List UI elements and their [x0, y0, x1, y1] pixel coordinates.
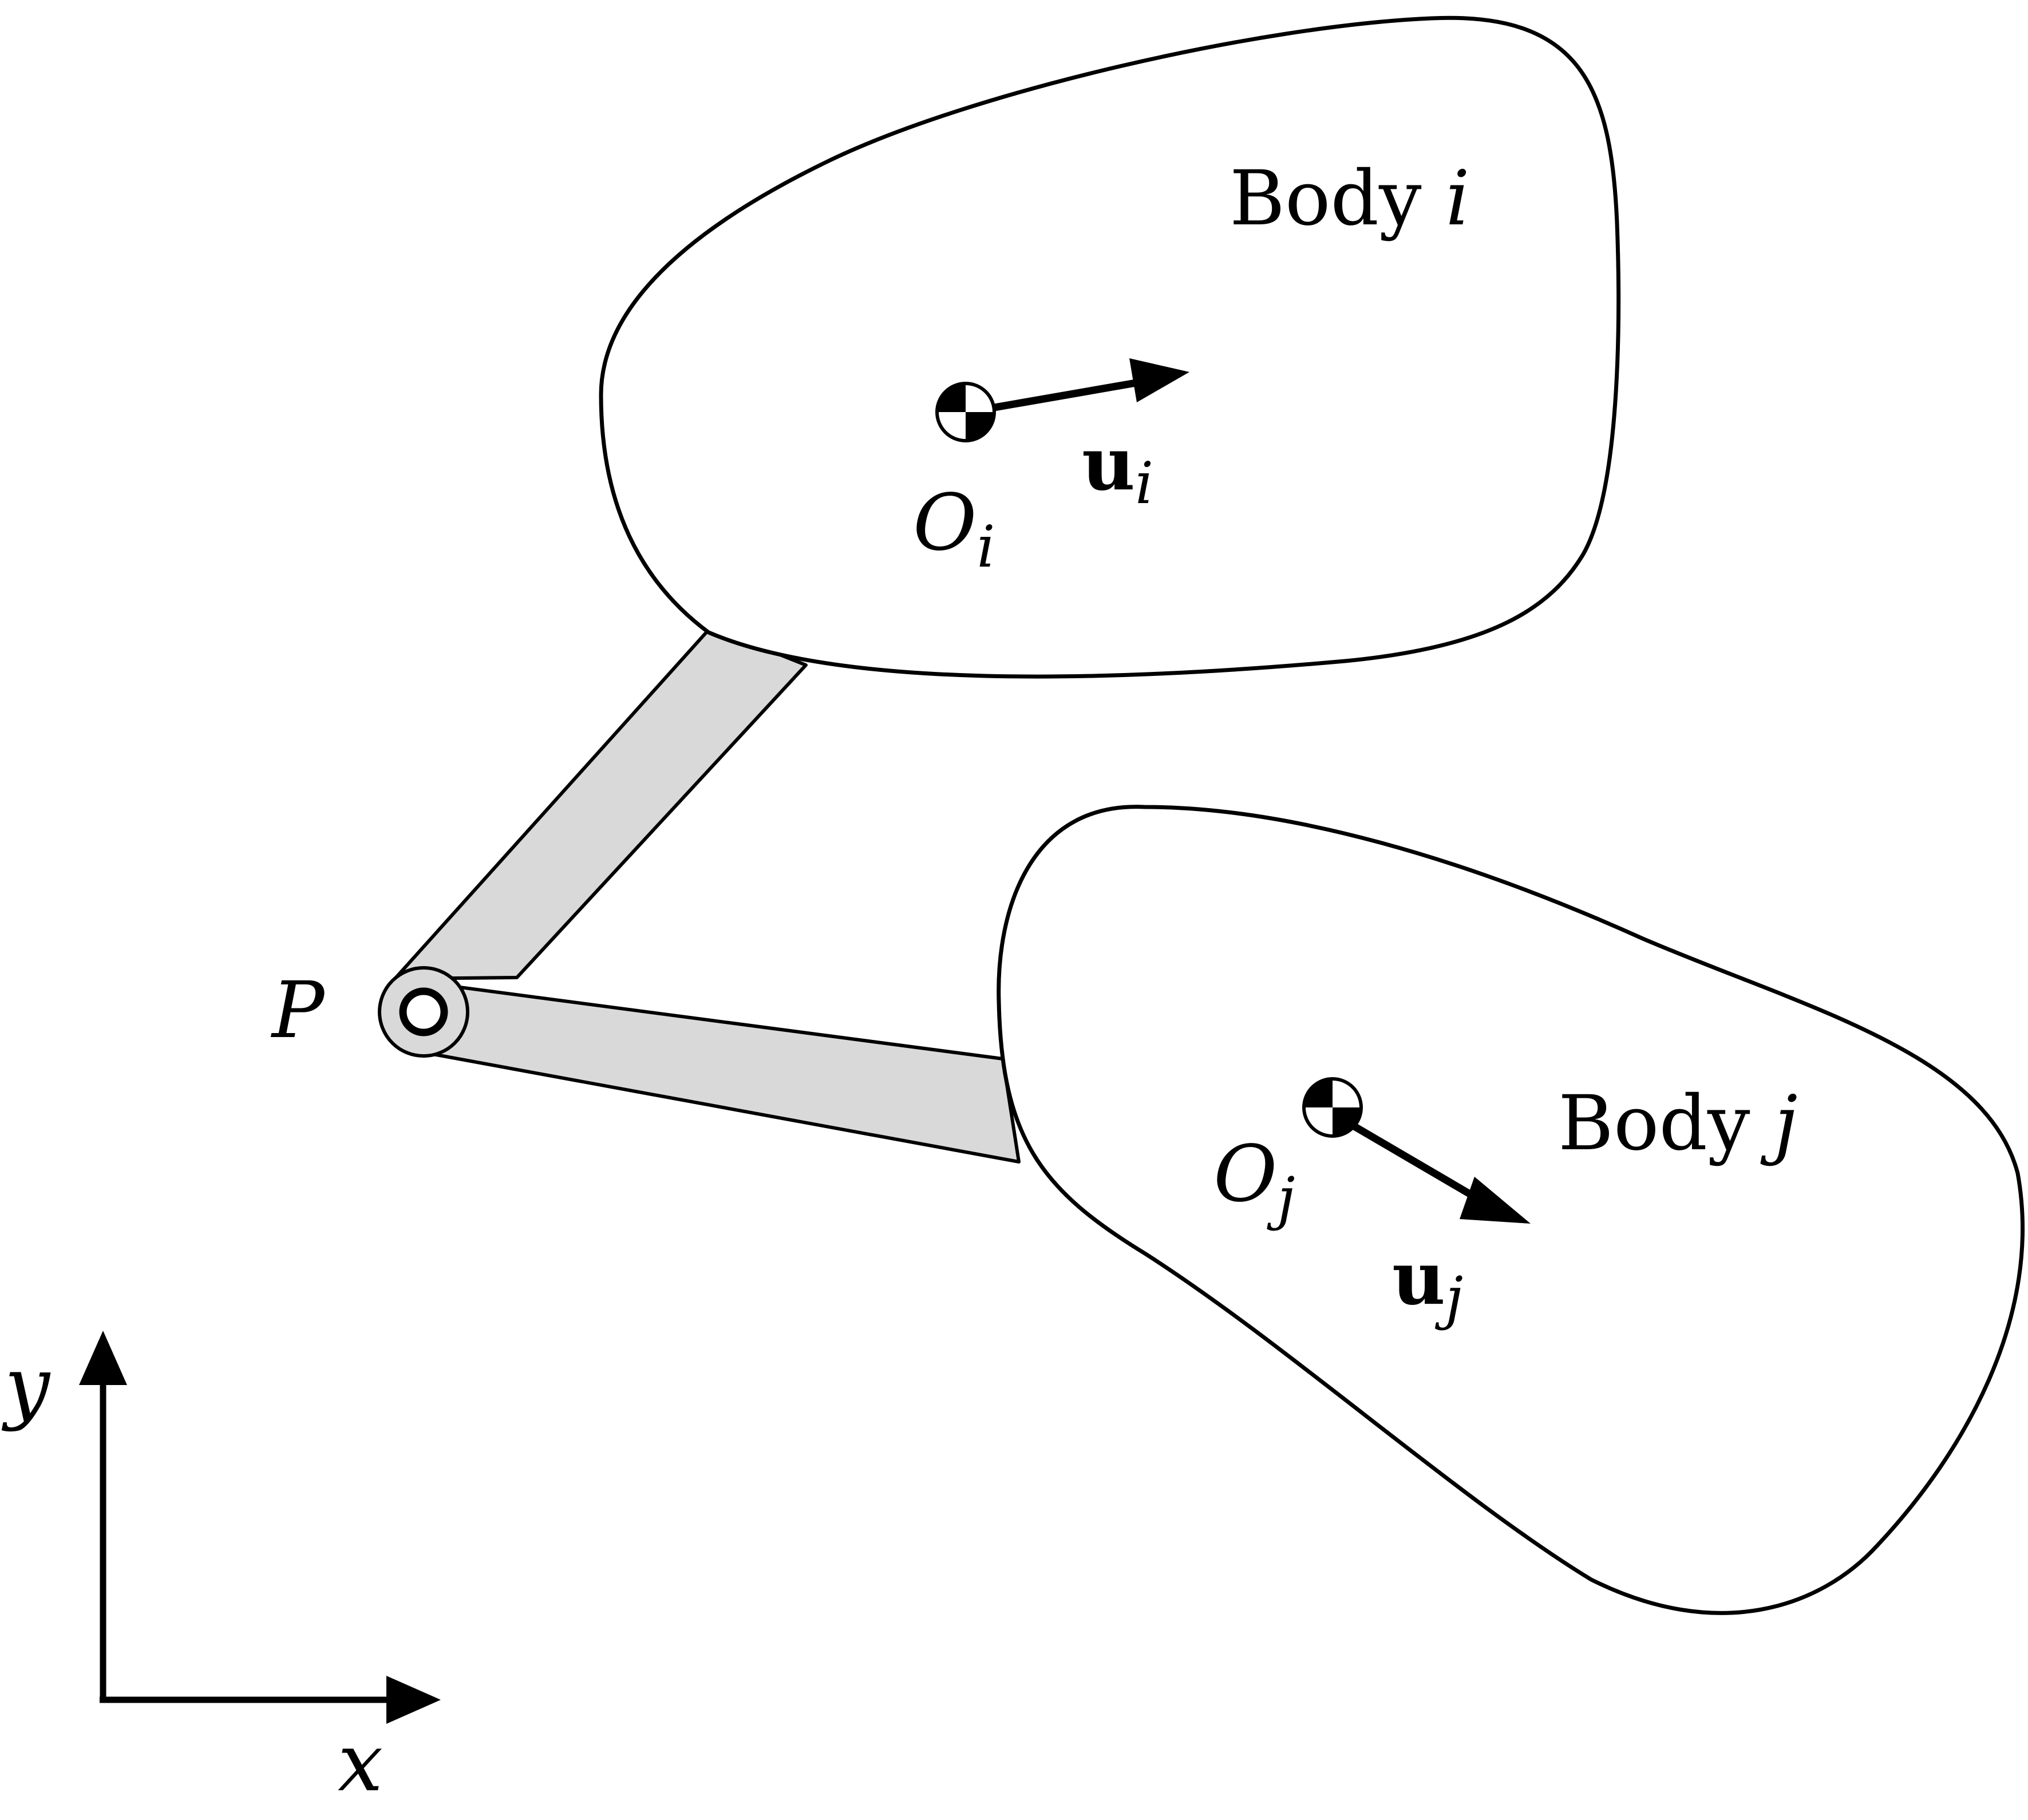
- link-to-body-i: [393, 626, 808, 980]
- joint-p-label: P: [270, 966, 326, 1056]
- com-marker-i: [935, 382, 996, 442]
- vector-u-i-shaft: [993, 378, 1140, 412]
- origin-i-label: Oi: [913, 478, 995, 580]
- link-to-body-j: [393, 977, 1021, 1164]
- origin-j-label: Oj: [1213, 1129, 1295, 1232]
- vector-u-j-label: uj: [1392, 1236, 1463, 1331]
- vector-u-i-label: ui: [1082, 421, 1153, 517]
- com-marker-j: [1302, 1077, 1363, 1138]
- y-axis-label: y: [1, 1340, 51, 1433]
- body-i-label: Body i: [1230, 155, 1470, 243]
- joint-p: [378, 966, 469, 1058]
- body-j-label: Body j: [1558, 1079, 1797, 1168]
- vector-u-i-head: [1129, 358, 1189, 402]
- axes: [79, 1331, 441, 1724]
- vector-u-j-shaft: [1352, 1123, 1491, 1208]
- body-i-outline: [599, 15, 1621, 679]
- joint-inner-ring: [399, 987, 448, 1036]
- vector-u-j-head: [1460, 1177, 1531, 1224]
- x-axis-label: x: [338, 1716, 383, 1810]
- y-axis-arrowhead: [79, 1331, 127, 1385]
- x-axis-arrowhead: [386, 1676, 441, 1724]
